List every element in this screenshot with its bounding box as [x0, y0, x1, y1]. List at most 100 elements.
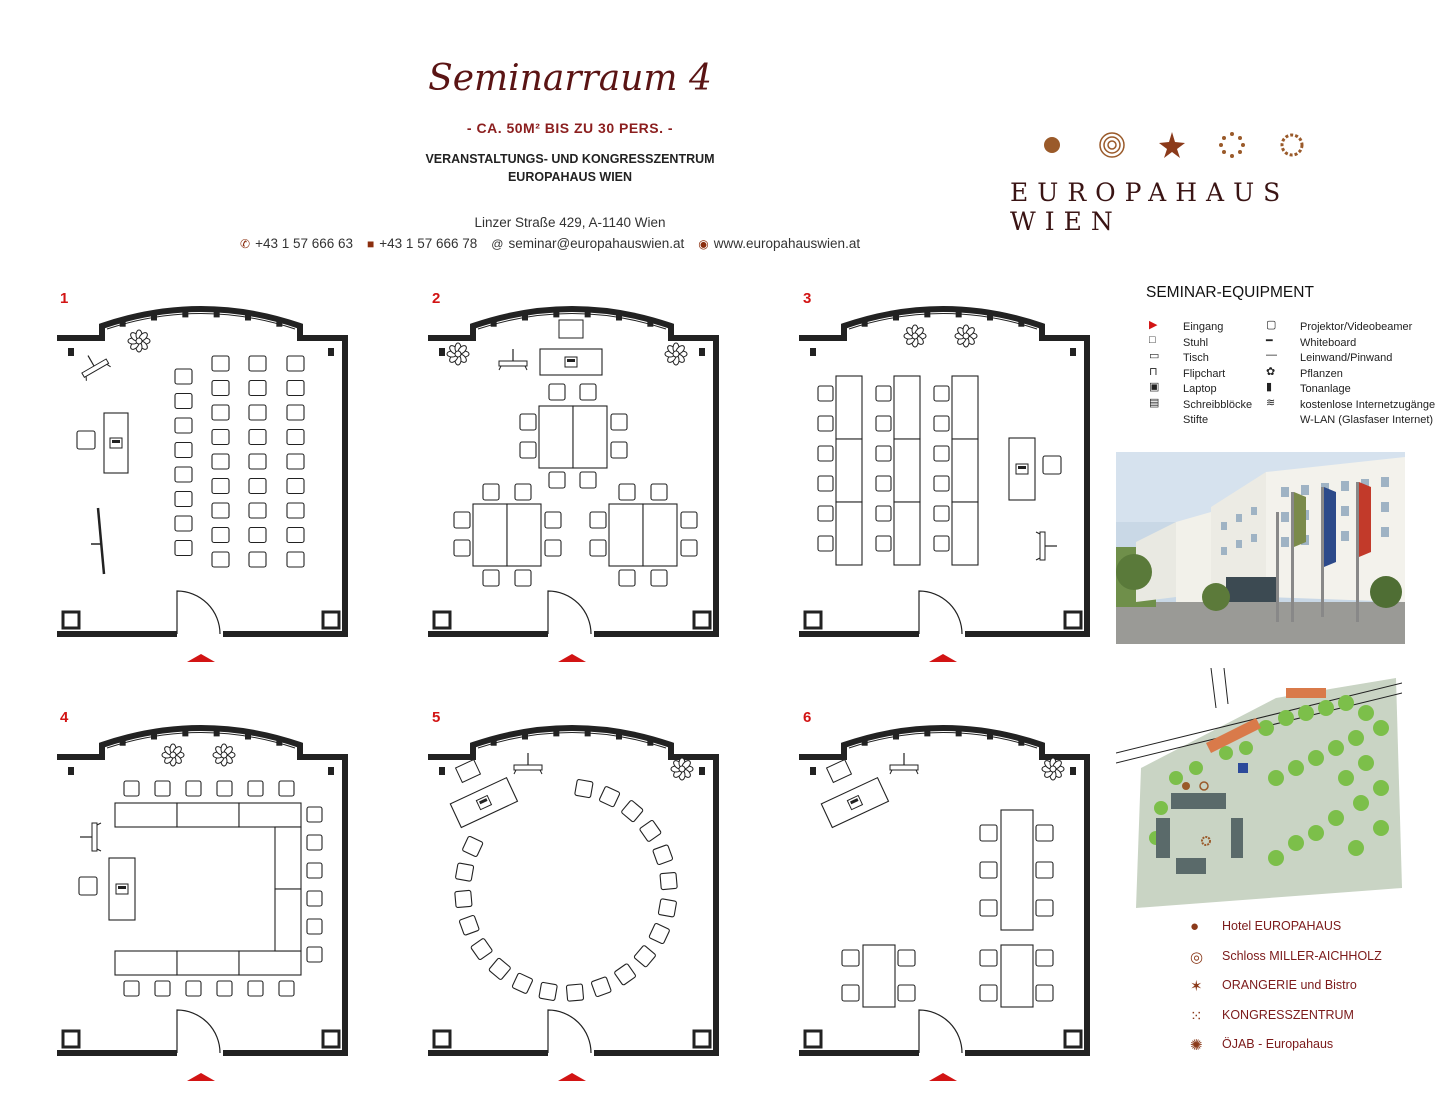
flipchart-icon — [1035, 531, 1057, 561]
chair — [211, 526, 230, 544]
brand-icons — [1044, 132, 1304, 158]
window-post — [647, 318, 654, 327]
window-post — [245, 731, 251, 740]
chair — [278, 980, 295, 997]
window-post — [616, 312, 622, 321]
building-photo — [1116, 452, 1405, 644]
plant-icon — [1041, 757, 1065, 781]
corner-column — [803, 610, 823, 630]
chair — [639, 820, 662, 842]
room-wall — [799, 306, 1090, 637]
chair — [154, 980, 171, 997]
wifi-icon: ≋ — [1266, 396, 1276, 409]
flipchart-leg — [539, 769, 543, 775]
chair — [875, 475, 892, 492]
flipchart-icon — [81, 355, 111, 381]
table — [835, 375, 863, 440]
chair — [462, 835, 484, 857]
window-post — [987, 731, 993, 740]
flipchart-icon — [498, 349, 528, 371]
chair — [875, 415, 892, 432]
window-post — [616, 731, 622, 740]
plant-center — [962, 332, 970, 340]
chair — [154, 780, 171, 797]
chair — [979, 899, 998, 917]
legend-label: ÖJAB - Europahaus — [1222, 1037, 1334, 1051]
flipchart-stand — [87, 355, 95, 367]
plant-center — [672, 350, 680, 358]
chair — [185, 780, 202, 797]
phone-contact[interactable]: ✆+43 1 57 666 63 — [240, 236, 353, 251]
chair — [933, 475, 950, 492]
table — [274, 826, 302, 890]
chair — [286, 502, 305, 519]
window-post — [584, 728, 591, 737]
laptop-icon: ▣ — [1149, 381, 1160, 393]
chair — [174, 368, 193, 385]
chair — [579, 471, 597, 489]
chair — [680, 511, 698, 529]
chair — [825, 758, 853, 784]
gear-ring-icon — [1280, 133, 1304, 157]
room-plan-4 — [57, 725, 348, 1081]
chair — [248, 551, 267, 568]
chair — [248, 526, 267, 544]
entrance-marker — [929, 1073, 957, 1081]
dotted-circle-icon — [1219, 132, 1245, 158]
star-icon: ✶ — [1190, 978, 1203, 995]
speaker-icon — [810, 348, 816, 356]
chair — [875, 445, 892, 462]
window-arc — [477, 313, 667, 330]
chair — [648, 923, 670, 945]
speaker-icon — [1070, 348, 1076, 356]
flipchart-leg — [498, 365, 502, 371]
table — [893, 375, 921, 440]
dot-icon — [1044, 137, 1060, 153]
star-icon — [1159, 132, 1185, 158]
flipchart-icon — [81, 355, 111, 381]
chair — [1035, 984, 1054, 1002]
web-contact[interactable]: ◉www.europahauswien.at — [698, 236, 860, 251]
speaker-icon — [68, 348, 74, 356]
equipment-left-item: □Stuhl — [1149, 333, 1208, 351]
chair — [306, 946, 323, 963]
chair — [482, 569, 500, 587]
globe-icon: ◉ — [698, 237, 709, 251]
window-arc — [848, 313, 1038, 330]
room-wall — [57, 306, 348, 637]
room-wall — [57, 725, 348, 1056]
window-post — [861, 737, 868, 746]
flipchart-leg — [1035, 531, 1041, 535]
chair — [650, 483, 668, 501]
equipment-right-label: Pflanzen — [1300, 367, 1343, 380]
dot-icon: ● — [1190, 918, 1200, 935]
chair — [614, 963, 636, 986]
entrance-marker — [558, 1073, 586, 1081]
window-post — [490, 737, 497, 746]
window-post — [955, 728, 962, 737]
plant-center — [135, 337, 143, 345]
plant-icon — [903, 324, 927, 348]
room-plan-3 — [799, 306, 1090, 662]
chair — [817, 535, 834, 552]
speaker-icon — [328, 767, 334, 775]
chair — [211, 404, 230, 421]
email-contact[interactable]: @seminar@europahauswien.at — [491, 236, 684, 251]
window-post — [924, 309, 931, 318]
window-post — [182, 309, 189, 318]
fax-contact[interactable]: ■+43 1 57 666 78 — [367, 236, 477, 251]
chair — [618, 569, 636, 587]
plant-icon — [127, 329, 151, 353]
legend-label: KONGRESSZENTRUM — [1222, 1007, 1354, 1022]
presenter-desk — [449, 776, 519, 829]
chair — [211, 379, 230, 397]
equipment-left-label: Stifte — [1183, 414, 1209, 426]
chair — [174, 515, 193, 532]
chair — [618, 483, 636, 501]
chair — [174, 392, 193, 410]
equipment-left-item: Stifte — [1183, 410, 1208, 428]
chair — [933, 445, 950, 462]
flipchart-leg — [106, 363, 111, 368]
flipchart-leg — [889, 769, 893, 775]
chair — [621, 800, 644, 823]
